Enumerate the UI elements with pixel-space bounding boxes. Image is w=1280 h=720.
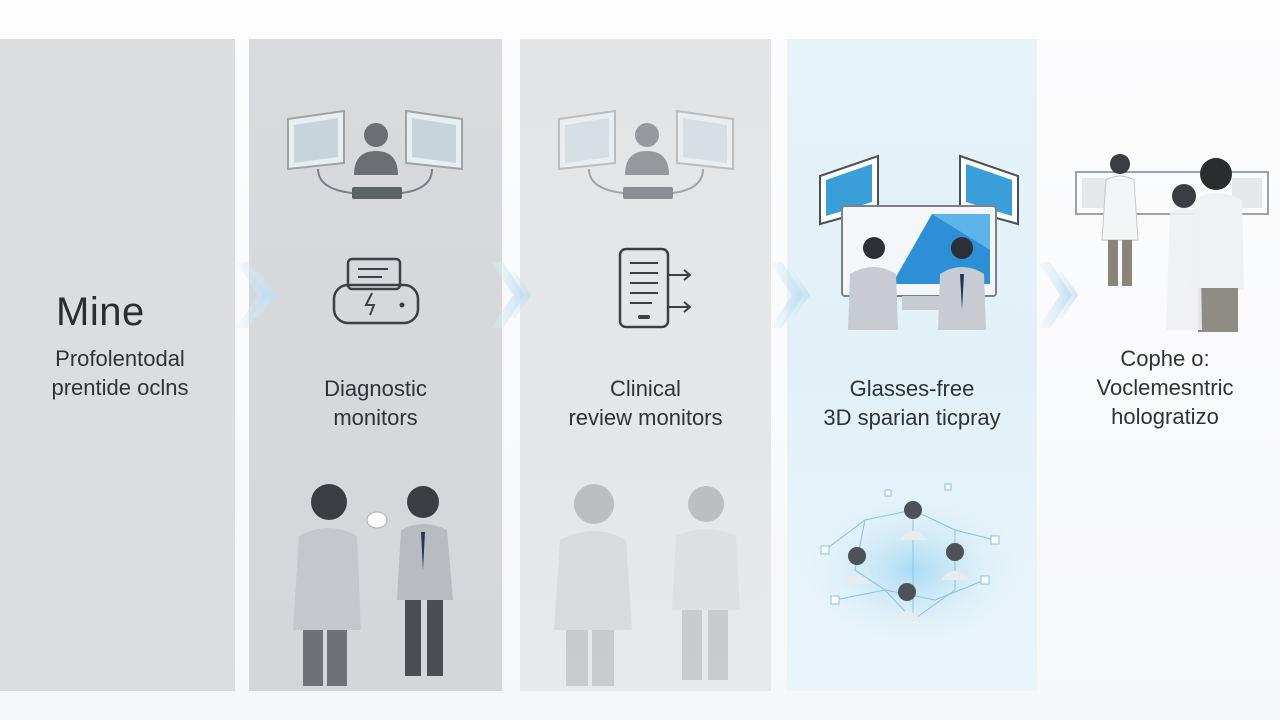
arrow-chevron-icon [491, 262, 531, 328]
arrow-chevron-icon [770, 262, 810, 328]
holographic-network-icon [798, 483, 1028, 650]
stage-panel-1 [0, 39, 235, 691]
3d-display-icon [819, 154, 1019, 330]
stage-1-heading: Mine [56, 290, 145, 334]
doctors-discussing-icon [1075, 154, 1269, 332]
document-export-icon [618, 247, 692, 329]
stage-3-title-line: Clinical [610, 376, 681, 401]
stage-2-title-line: Diagnostic [324, 376, 427, 401]
stage-1-title: Profolentodal prentide oclns [20, 344, 220, 402]
stage-2-title: Diagnostic monitors [249, 374, 502, 432]
stage-3-title: Clinical review monitors [520, 374, 771, 432]
monitor-pair-icon [287, 109, 463, 199]
doctors-discussing-icon [293, 484, 453, 686]
doctors-discussing-icon [554, 484, 740, 686]
stage-2-title-line: monitors [333, 405, 418, 430]
stage-4-title: Glasses-free 3D sparian ticpray [787, 374, 1037, 432]
stage-1-title-line: Profolentodal [55, 346, 185, 371]
stage-4-title-line: Glasses-free [849, 376, 975, 401]
stage-5-title-line: Voclemesntric [1096, 375, 1234, 400]
arrow-chevron-icon [1038, 262, 1078, 328]
stage-1-title-line: prentide oclns [51, 375, 189, 400]
stage-5-title-line: hologratizo [1111, 404, 1219, 429]
device-connect-icon [332, 257, 420, 325]
stage-4-title-line: 3D sparian ticpray [823, 405, 1001, 430]
stage-5-title-line: Cophe o: [1120, 346, 1210, 371]
stage-3-title-line: review monitors [568, 405, 723, 430]
arrow-chevron-icon [236, 262, 276, 328]
monitor-pair-icon [558, 109, 734, 199]
stage-5-title: Cophe o: Voclemesntric hologratizo [1050, 344, 1280, 431]
